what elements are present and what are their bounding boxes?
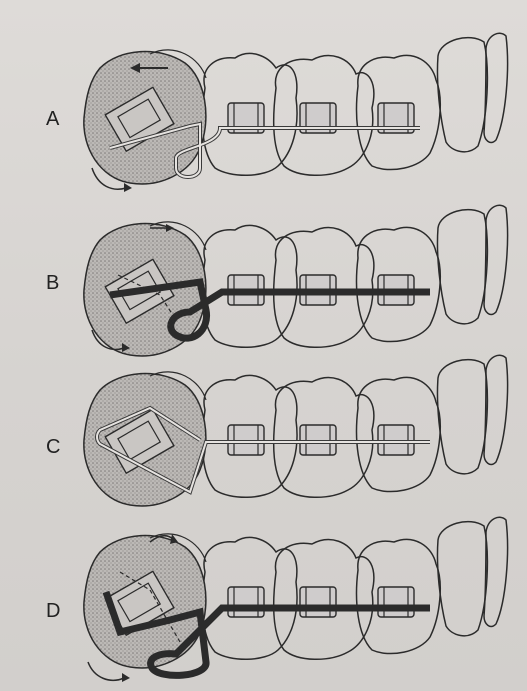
panel-b-illustration [84,205,508,356]
panel-c-illustration [84,355,508,506]
panel-a-illustration [84,33,508,192]
panel-d-illustration [84,517,508,682]
